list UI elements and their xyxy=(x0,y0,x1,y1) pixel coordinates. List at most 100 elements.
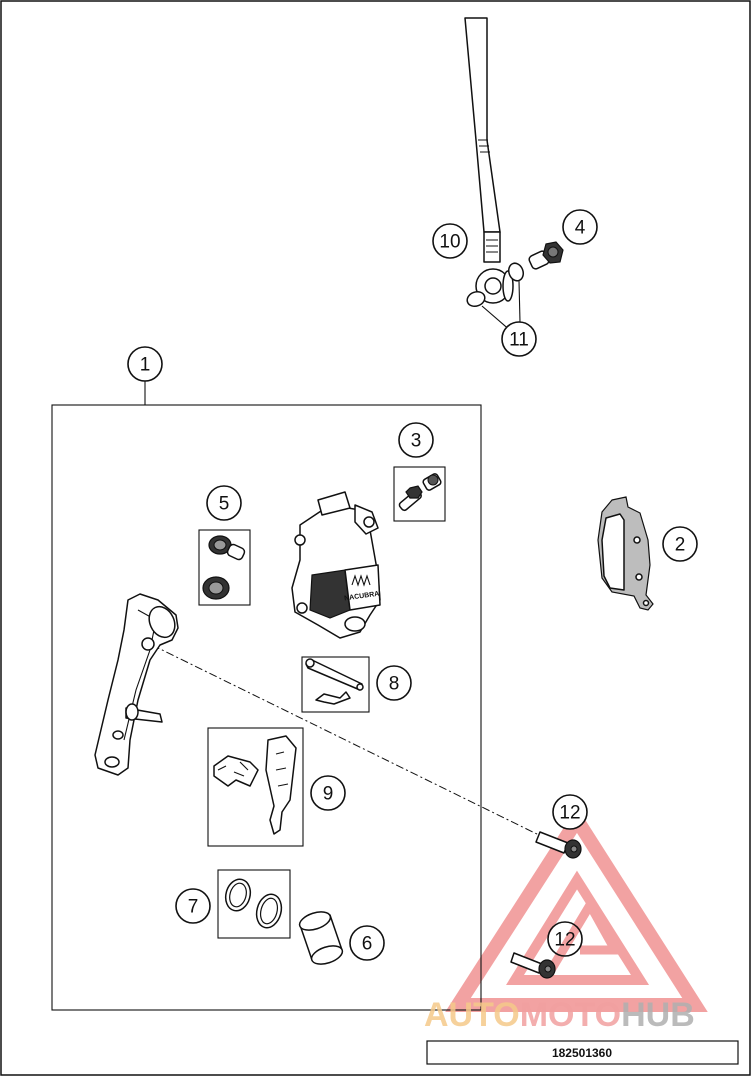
dust-seal-stem xyxy=(226,543,246,561)
piston-base xyxy=(310,945,344,965)
callout-12-lower: 12 xyxy=(547,921,583,957)
callout-11-label: 11 xyxy=(509,330,529,351)
callout-1: 1 xyxy=(127,346,163,382)
pad-hole-lower xyxy=(635,573,643,581)
bracket-mid-hole xyxy=(112,730,124,740)
retaining-clip xyxy=(315,691,351,705)
piston-seal xyxy=(224,878,252,912)
callout-8-label: 8 xyxy=(389,674,400,695)
bracket-upper-boss xyxy=(148,605,176,639)
watermark-triangle-outer xyxy=(445,807,708,1012)
bleeder-cap-top xyxy=(427,474,439,486)
guide-pin-end xyxy=(305,658,315,668)
callout-5-label: 5 xyxy=(219,494,230,515)
bleeder-kit-box xyxy=(393,466,446,522)
dust-seal xyxy=(255,893,283,929)
watermark-logo xyxy=(445,807,708,1012)
caliper-piston xyxy=(298,911,344,965)
watermark-wordmark: AUTOMOTOHUB xyxy=(424,996,695,1034)
callout-12-lower-label: 12 xyxy=(554,930,575,951)
reference-number-box xyxy=(426,1040,739,1065)
kit-outline-box xyxy=(51,404,482,1011)
caliper-brand-text: NACUBRA xyxy=(344,591,380,603)
sealing-ring-right xyxy=(507,262,525,282)
bolt-lower-head-socket xyxy=(544,965,552,973)
caliper-m-logo xyxy=(351,574,371,587)
callout-2: 2 xyxy=(662,526,698,562)
callout-4-label: 4 xyxy=(575,218,586,239)
brake-caliper: NACUBRA xyxy=(291,491,381,639)
bolt-upper-shank xyxy=(535,831,569,854)
callout-1-label: 1 xyxy=(140,355,151,376)
banjo-bolt xyxy=(528,241,564,270)
pad-spring-clip xyxy=(213,755,259,787)
bleeder-valve-hex xyxy=(405,485,423,499)
hose-crimp-lines xyxy=(478,139,490,153)
callout-11-leader-right xyxy=(518,280,521,323)
callout-6: 6 xyxy=(349,925,385,961)
piston-face xyxy=(298,911,332,931)
caliper-bolt-upper xyxy=(535,831,582,859)
banjo-eye-hole xyxy=(484,277,502,295)
banjo-bolt-head-face xyxy=(547,246,559,258)
callout-6-label: 6 xyxy=(362,934,373,955)
callout-7: 7 xyxy=(175,888,211,924)
caliper-piston-housing xyxy=(309,569,351,619)
callout-11: 11 xyxy=(501,321,537,357)
dust-seal-set xyxy=(202,535,246,600)
callout-3: 3 xyxy=(398,422,434,458)
dust-seal-inner xyxy=(259,897,279,925)
sealing-ring-left xyxy=(466,290,486,308)
caliper-bridge xyxy=(317,491,351,516)
watermark-word-hub: HUB xyxy=(621,996,695,1034)
watermark-word-moto: MOTO xyxy=(520,996,621,1034)
callout-9-label: 9 xyxy=(323,784,334,805)
callout-12-upper: 12 xyxy=(552,794,588,830)
callout-2-label: 2 xyxy=(675,535,686,556)
callout-8: 8 xyxy=(376,665,412,701)
dust-seal-top-hole xyxy=(213,539,227,551)
pad-spring-set xyxy=(213,735,297,835)
bolt-lower-shank xyxy=(510,952,543,974)
bleeder-valve xyxy=(398,473,442,512)
watermark-spiral xyxy=(541,896,623,983)
pad-tab-hole xyxy=(642,599,650,607)
caliper-bleeder-port xyxy=(363,516,375,528)
bracket-guide-pin-boss xyxy=(125,703,139,721)
callout-5: 5 xyxy=(206,485,242,521)
caliper-bracket xyxy=(94,593,179,776)
guide-pin-kit-box xyxy=(301,656,370,713)
watermark-word-auto: AUTO xyxy=(424,996,520,1034)
svg-text:AUTOMOTOHUB: AUTOMOTOHUB xyxy=(424,996,695,1034)
bolt-upper-head-socket xyxy=(570,845,578,853)
callout-9: 9 xyxy=(310,775,346,811)
caliper-lower-port xyxy=(344,616,366,632)
caliper-brand-panel xyxy=(344,564,381,611)
seal-kit-box xyxy=(198,529,251,606)
bracket-lower-hole xyxy=(104,756,120,768)
banjo-fitting-sleeve xyxy=(483,231,501,263)
callout-10-label: 10 xyxy=(439,232,460,253)
piston-seal-inner xyxy=(229,882,247,908)
banjo-sleeve-ribs xyxy=(486,239,498,253)
caliper-seals xyxy=(224,878,283,929)
guide-pin-set xyxy=(305,658,364,705)
caliper-bolt-lower xyxy=(510,952,556,979)
brake-line xyxy=(464,17,514,304)
callout-12-upper-label: 12 xyxy=(559,803,580,824)
reference-number: 182501360 xyxy=(552,1046,612,1060)
assembly-axis-line xyxy=(151,644,546,839)
pad-spring-tabs xyxy=(217,761,249,777)
callout-7-label: 7 xyxy=(188,897,199,918)
brake-hose xyxy=(464,17,501,233)
caliper-mount-hole-lower xyxy=(296,602,308,614)
callout-10: 10 xyxy=(432,223,468,259)
callout-4: 4 xyxy=(562,209,598,245)
guide-pin-tip xyxy=(356,683,364,691)
pad-hole-upper xyxy=(633,536,641,544)
dust-seal-bottom-hole xyxy=(208,581,224,595)
pad-spring-plate-slots xyxy=(275,751,289,787)
bracket-pin-hole xyxy=(141,637,155,651)
